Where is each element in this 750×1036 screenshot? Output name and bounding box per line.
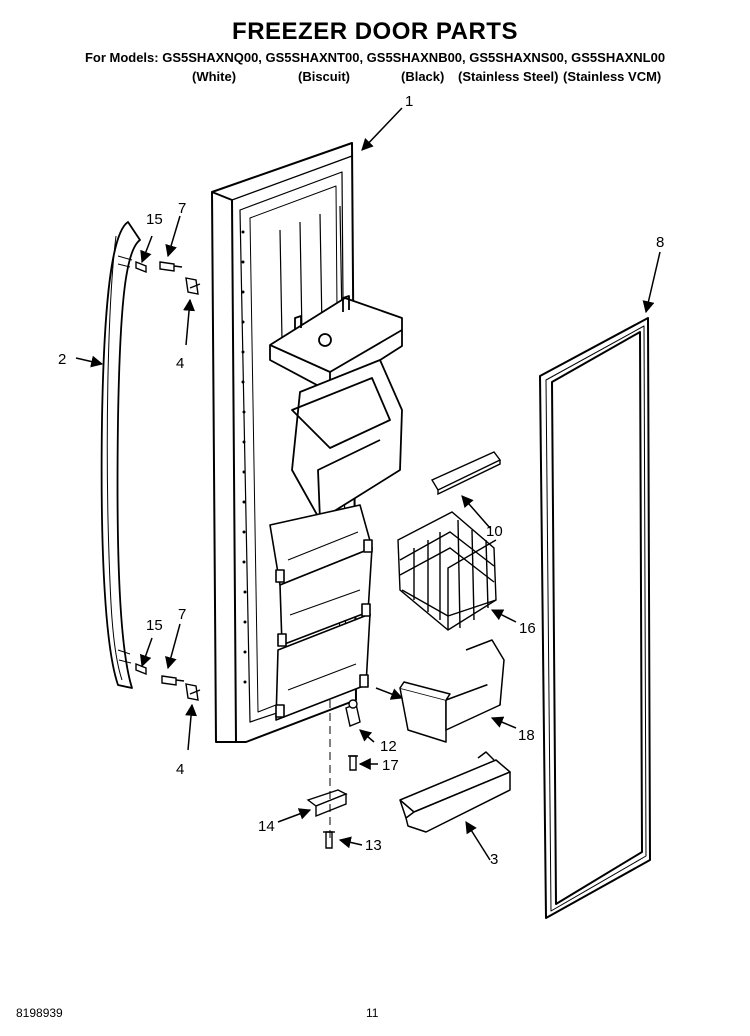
dispenser-housing: [269, 295, 403, 521]
callout-18: 18: [518, 727, 535, 744]
variant-stainless-steel: (Stainless Steel): [458, 69, 559, 84]
door-shelf-bin: [399, 751, 511, 833]
callout-16: 16: [519, 620, 536, 637]
door-gasket: [539, 317, 651, 919]
variant-biscuit: (Biscuit): [298, 69, 350, 84]
callout-7-top: 7: [178, 200, 186, 217]
variant-stainless-vcm: (Stainless VCM): [563, 69, 662, 84]
page-title: FREEZER DOOR PARTS: [232, 18, 518, 45]
callout-4-bottom: 4: [176, 761, 184, 778]
top-handle-hardware: [135, 260, 201, 295]
variant-white: (White): [192, 69, 237, 84]
bottom-handle-hardware: [135, 662, 201, 701]
trim-strip: [430, 451, 502, 496]
callout-1: 1: [405, 93, 413, 110]
callout-3: 3: [490, 851, 498, 868]
door-edge-dots: [241, 230, 247, 684]
callout-17: 17: [382, 757, 399, 774]
callout-2: 2: [58, 351, 66, 368]
callout-12: 12: [380, 738, 397, 755]
page-number: 11: [366, 1006, 379, 1020]
models-line: For Models: GS5SHAXNQ00, GS5SHAXNT00, GS…: [84, 50, 666, 65]
door-handle: [100, 221, 141, 689]
document-number: 8198939: [16, 1006, 63, 1020]
callout-14: 14: [258, 818, 275, 835]
callout-15-bottom: 15: [146, 617, 163, 634]
leader-arrows: [75, 107, 661, 861]
door-bins: [269, 504, 373, 721]
callout-10: 10: [486, 523, 503, 540]
callout-7-bottom: 7: [178, 606, 186, 623]
callout-numbers: 1 2 3 4 4 7 7 8 10 12 13 14 15 15 16 17 …: [58, 93, 664, 868]
callout-13: 13: [365, 837, 382, 854]
bin-bracket: [399, 639, 505, 743]
wire-basket: [397, 511, 497, 631]
callout-8: 8: [656, 234, 664, 251]
callout-15-top: 15: [146, 211, 163, 228]
variant-black: (Black): [401, 69, 445, 84]
callout-4-top: 4: [176, 355, 184, 372]
door-hinge-parts: [306, 699, 361, 849]
